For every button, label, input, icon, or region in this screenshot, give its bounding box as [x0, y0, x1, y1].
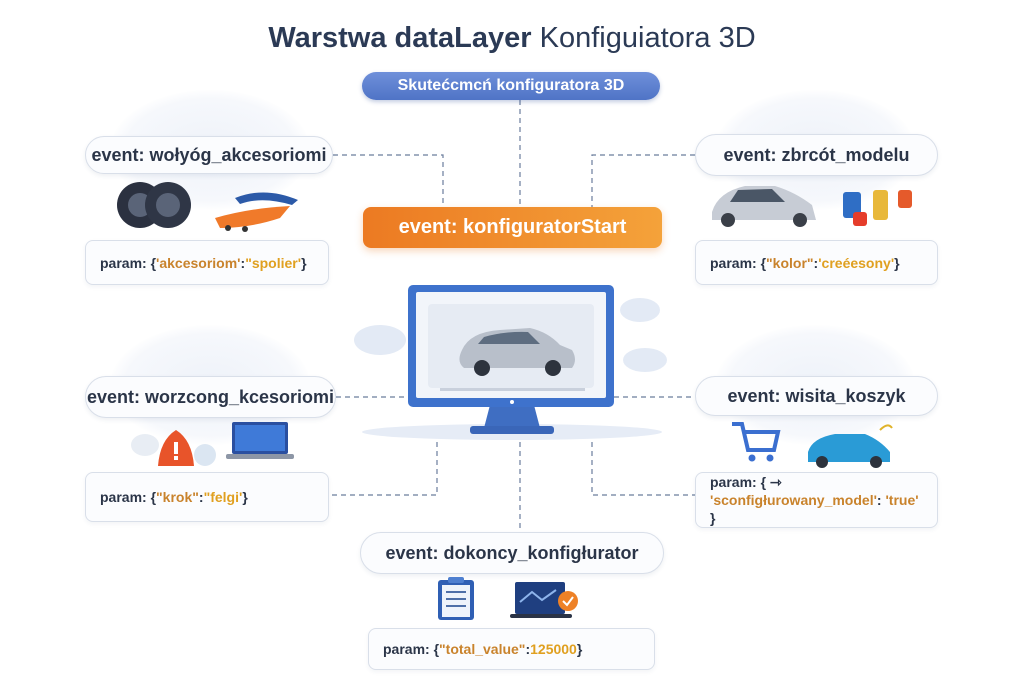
param-value: 125000 [530, 641, 577, 657]
event-pill-bottom: event: dokoncy_konfigłurator [360, 532, 664, 574]
param-key: "krok" [156, 489, 199, 505]
param-value: 'creéesony' [818, 254, 895, 271]
param-box-mid-right: param: { ⇾ 'sconfigłurowany_model': 'true… [695, 472, 938, 528]
param-value: "spolier' [245, 254, 302, 271]
param-sep: : [198, 489, 204, 505]
event-pill-mid-right: event: wisita_koszyk [695, 376, 938, 416]
param-prefix: param: { [100, 254, 157, 271]
param-box-bottom: param: { "total_value": 125000 } [368, 628, 655, 670]
param-sep: : [240, 254, 246, 271]
param-box-top-left: param: { 'akcesoriom': "spolier' } [85, 240, 329, 285]
param-box-mid-left: param: { "krok": "felgi' } [85, 472, 329, 522]
param-key: "total_value" [439, 641, 526, 657]
param-box-top-right: param: { "kolor": 'creéesony' } [695, 240, 938, 285]
page-title: Warstwa dataLayer Konfiguiatora 3D [0, 22, 1024, 55]
param-prefix: param: { [100, 489, 157, 505]
title-light: Konfiguiatora 3D [539, 22, 756, 54]
param-value: "felgi' [203, 489, 243, 505]
param-prefix: param: { ⇾ [710, 474, 782, 490]
title-bold: Warstwa dataLayer [268, 22, 532, 54]
param-suffix: } [894, 254, 900, 271]
event-pill-top-right: event: zbrcót_modelu [695, 134, 938, 176]
event-pill-mid-left: event: worzcong_kcesoriomi [85, 376, 336, 418]
param-sep: : [813, 254, 819, 271]
event-pill-top-left: event: wołyóg_akcesoriomi [85, 136, 333, 174]
param-sep: : [525, 641, 531, 657]
param-key: 'sconfigłurowany_model' [710, 492, 877, 508]
param-key: 'akcesoriom' [156, 254, 241, 271]
param-suffix: } [576, 641, 583, 657]
param-prefix: param: { [383, 641, 440, 657]
param-sep: : [876, 492, 886, 508]
param-prefix: param: { [710, 254, 767, 271]
subtitle-pill: Skutećcmcń konfiguratora 3D [362, 72, 660, 100]
param-key: "kolor" [766, 254, 814, 271]
param-suffix: } [710, 510, 716, 526]
param-value: 'true' [885, 492, 919, 508]
param-suffix: } [301, 254, 307, 271]
param-suffix: } [242, 489, 248, 505]
center-event-konfigurator-start: event: konfiguratorStart [363, 207, 662, 248]
